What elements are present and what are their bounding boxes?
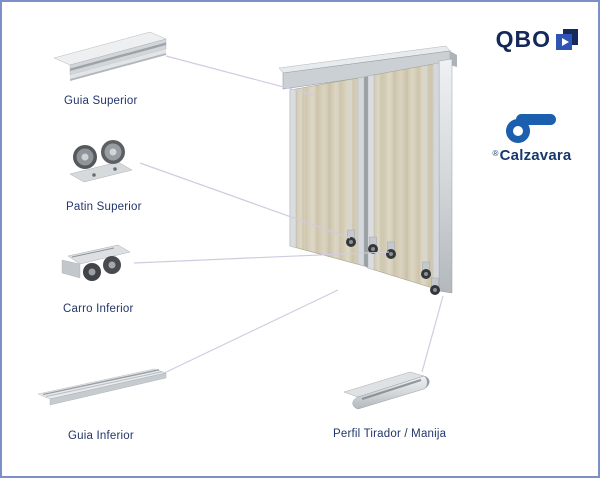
carro-spring: [71, 247, 115, 258]
carro-wheel-hub: [108, 261, 116, 269]
left-panel-right-stile: [357, 76, 365, 267]
channel-bottom-flange: [70, 49, 166, 79]
roller-hub: [433, 288, 437, 292]
calzavara-logo-text: Calzavara: [499, 147, 572, 164]
right-door-panel: [367, 62, 440, 291]
roller-hub: [371, 247, 375, 251]
right-panel-left-stile: [367, 74, 375, 271]
calzavara-logo-wordmark: ®Calzavara: [493, 147, 572, 164]
carro-inferior-image: [61, 244, 131, 281]
qbo-logo: QBO: [496, 26, 580, 53]
qbo-logo-icon: [556, 28, 578, 50]
carro-wheel-hub: [88, 268, 96, 276]
qbo-icon-arrow: [562, 37, 569, 46]
label-carro-inferior: Carro Inferior: [63, 303, 134, 315]
calzavara-logo: ®Calzavara: [480, 110, 584, 164]
qbo-logo-text: QBO: [495, 26, 551, 52]
rail-front-face: [49, 372, 167, 406]
connector-guia-inferior: [159, 289, 339, 376]
handle-rose: [506, 119, 530, 143]
rail-groove: [42, 369, 160, 396]
panel-gap: [364, 76, 368, 268]
label-guia-superior: Guia Superior: [64, 95, 138, 107]
bottom-rollers: [346, 229, 440, 295]
guia-inferior-image: [37, 368, 167, 406]
roller-hub: [349, 240, 353, 244]
handle-lever: [516, 114, 556, 125]
door-handle-icon: [506, 114, 556, 143]
patin-bolt: [92, 173, 96, 177]
right-frame-profile: [438, 58, 453, 294]
handle-finger-groove: [361, 378, 422, 401]
channel-groove: [70, 42, 166, 71]
connector-perfil-tirador: [421, 295, 444, 373]
handle-end-section: [424, 376, 430, 389]
patin-bolt: [113, 167, 117, 171]
patin-roller-hub: [109, 148, 117, 156]
patin-plate: [69, 161, 133, 183]
roller-hub: [389, 252, 393, 256]
registered-mark: ®: [492, 149, 499, 158]
connector-lines: [133, 55, 444, 376]
channel-bottom-edge: [70, 53, 166, 81]
left-panel-left-stile: [289, 88, 297, 249]
carro-bracket: [61, 259, 81, 279]
door-assembly-image: [278, 45, 457, 295]
carro-top-plate: [67, 244, 131, 265]
guia-superior-image: [53, 31, 167, 81]
patin-superior-image: [69, 140, 133, 183]
roller-hub: [424, 272, 428, 276]
perfil-tirador-image: [343, 371, 430, 410]
patin-roller-hub: [81, 153, 89, 161]
connector-carro-inferior: [133, 251, 390, 264]
right-panel-right-stile: [432, 62, 440, 291]
connector-patin-superior: [139, 162, 351, 239]
connector-guia-superior: [165, 55, 315, 96]
label-guia-inferior: Guia Inferior: [68, 430, 134, 442]
rail-groove-highlight: [45, 371, 163, 397]
label-perfil-tirador-manija: Perfil Tirador / Manija: [333, 428, 447, 440]
label-patin-superior: Patin Superior: [66, 201, 142, 213]
right-panel-wood-grain: [380, 65, 432, 287]
